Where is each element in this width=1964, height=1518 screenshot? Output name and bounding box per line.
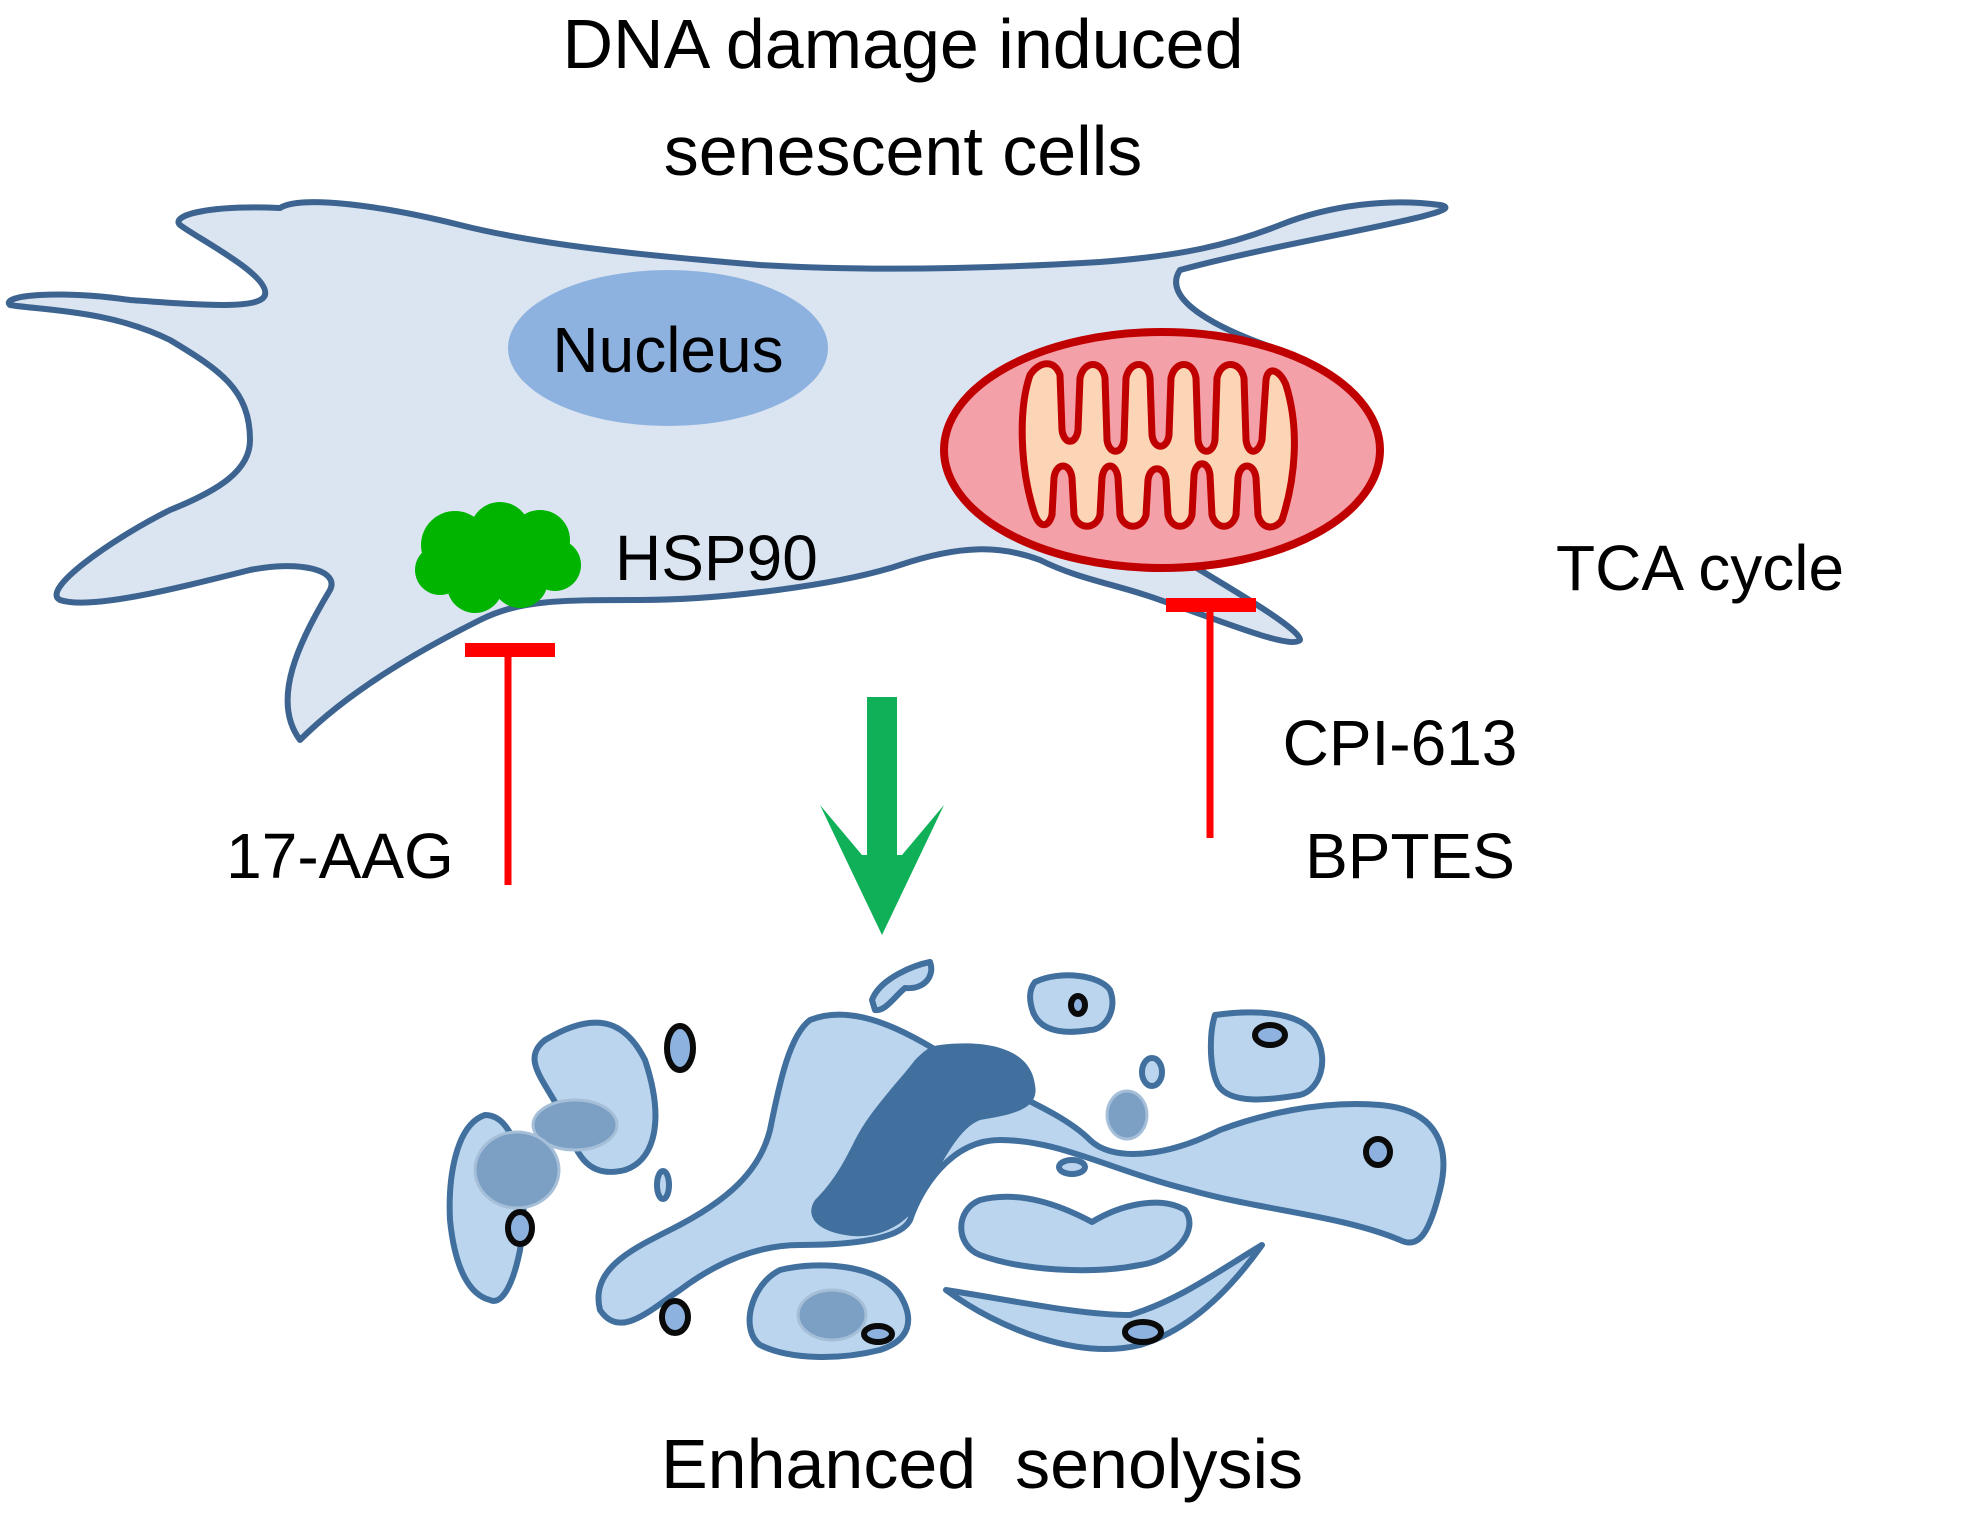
faded-mitochondria [473,1089,1149,1342]
hsp90-label: HSP90 [615,522,818,594]
mitochondrion-icon [940,328,1384,572]
nucleus-label: Nucleus [552,314,783,386]
hsp90-protein-icon [415,502,581,613]
diagram-title-line1: DNA damage induced [563,5,1244,83]
arrow-down-icon [820,697,944,935]
diagram-title-line2: senescent cells [664,112,1143,190]
nucleus [508,270,828,426]
inhibitor-left-icon [465,643,555,885]
lysed-cell-debris [446,959,1447,1360]
outcome-label: Enhanced senolysis [661,1425,1303,1503]
tca-cycle-label: TCA cycle [1556,532,1844,604]
inhibitor-right-icon [1166,598,1256,838]
nuclear-fragment [811,1043,1036,1237]
inhibitor-bptes-label: BPTES [1305,820,1515,892]
nuclei-rings [505,993,1393,1345]
inhibitor-17aag-label: 17-AAG [226,820,454,892]
inhibitor-cpi613-label: CPI-613 [1283,707,1518,779]
